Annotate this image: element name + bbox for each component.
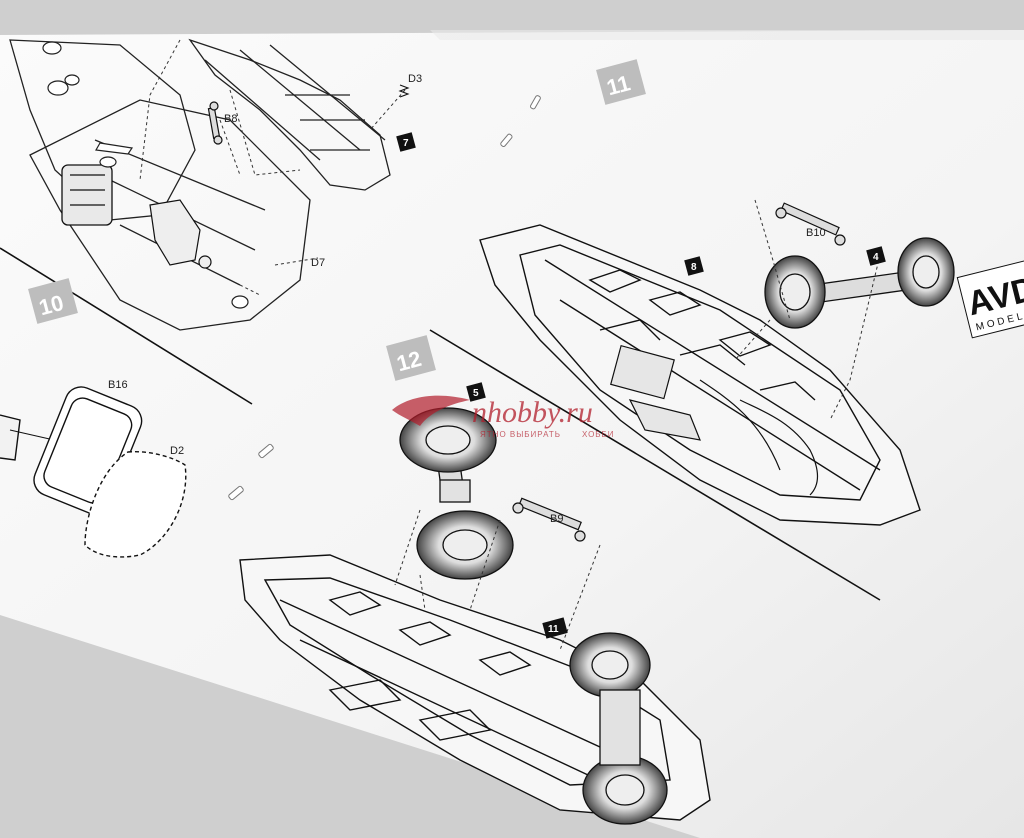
spring-d3-part <box>398 84 410 98</box>
step-12-marker: 12 <box>386 335 436 381</box>
part-label-d7: D7 <box>311 257 325 269</box>
part-label-b10: B10 <box>806 227 826 239</box>
step-10-parts <box>0 386 187 558</box>
part-label-b16: B16 <box>108 379 128 391</box>
watermark-text: nhobby.ru <box>472 396 593 429</box>
exhaust-detail <box>699 379 819 496</box>
part-badge-4: 4 <box>866 246 886 266</box>
page-fold-shadow <box>430 30 1024 40</box>
step-11-marker: 11 <box>596 59 646 105</box>
driveshaft-b9-part <box>512 497 586 542</box>
front-wheels-step-12 <box>569 632 668 825</box>
part-badge-8: 8 <box>684 256 704 276</box>
engine-block <box>610 344 701 441</box>
fuel-tank-part <box>61 164 113 226</box>
watermark-sub-right: ХОББИ <box>582 430 615 439</box>
part-badge-11: 11 <box>542 617 568 639</box>
small-round-parts <box>42 41 249 309</box>
part-badge-5: 5 <box>466 382 486 402</box>
divider-step-12 <box>429 329 881 601</box>
step-10-marker: 10 <box>28 278 78 324</box>
svg-text:5: 5 <box>473 388 479 399</box>
leader-lines-step-12 <box>394 509 601 651</box>
part-label-d2: D2 <box>170 445 184 457</box>
part-label-d3: D3 <box>408 73 422 85</box>
leader-lines-top-left <box>139 39 406 296</box>
leader-lines-step-11 <box>734 199 881 421</box>
brand-logo: AVD MODELS <box>956 257 1024 339</box>
svg-text:11: 11 <box>548 624 559 635</box>
jack-part <box>149 199 212 269</box>
watermark-sub-left: ЯТНО ВЫБИРАТЬ <box>480 430 561 439</box>
svg-text:4: 4 <box>873 252 879 263</box>
part-badge-7: 7 <box>396 132 416 152</box>
svg-text:8: 8 <box>691 262 697 273</box>
watermark-logo-icon <box>392 395 470 426</box>
paper-sheet <box>0 30 1024 838</box>
watermark: nhobby.ru ЯТНО ВЫБИРАТЬ ХОББИ <box>392 395 615 439</box>
binding-staples <box>228 95 541 501</box>
part-label-b8: B8 <box>224 113 237 125</box>
driveshaft-b10-part <box>775 202 846 246</box>
part-label-b9: B9 <box>550 513 563 525</box>
svg-text:7: 7 <box>403 138 409 149</box>
front-axle-assembly <box>399 407 514 580</box>
chassis-frame-step-12 <box>239 554 711 821</box>
divider-step-10 <box>0 247 253 405</box>
rear-axle-assembly <box>764 237 955 329</box>
shock-absorber-b8-part <box>207 101 223 145</box>
